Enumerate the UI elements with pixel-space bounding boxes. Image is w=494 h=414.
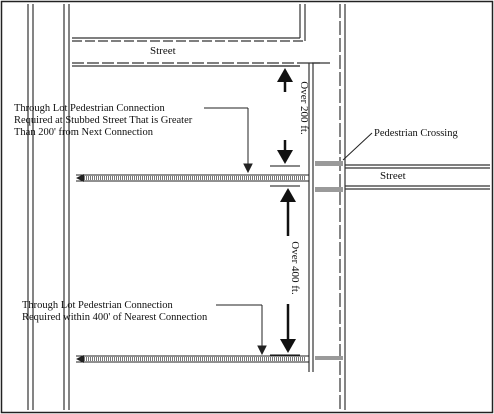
pedestrian-crossing-marks xyxy=(315,161,343,360)
pedestrian-crossing-leader xyxy=(342,132,373,161)
leader-line-1 xyxy=(204,107,253,174)
street-label-top: Street xyxy=(150,45,176,57)
through-lot-label-1: Through Lot Pedestrian Connection Requir… xyxy=(14,103,192,139)
leader-line-2 xyxy=(216,304,267,356)
through-lot-label-2-line: Required within 400' of Nearest Connecti… xyxy=(22,312,208,323)
through-lot-label-1-line: Through Lot Pedestrian Connection xyxy=(14,103,165,114)
through-lot-label-2-line: Through Lot Pedestrian Connection xyxy=(22,300,173,311)
dimension-label-bottom: Over 400 ft. xyxy=(289,241,301,295)
dimension-arrow-bottom xyxy=(270,185,300,356)
through-lot-label-1-line: Required at Stubbed Street That is Great… xyxy=(14,115,193,126)
dimension-arrow-top xyxy=(270,65,300,167)
street-label-right: Street xyxy=(380,170,406,182)
pedestrian-crossing-label: Pedestrian Crossing xyxy=(374,128,458,139)
through-lot-connection-1 xyxy=(76,174,309,182)
center-road xyxy=(308,4,346,410)
through-lot-label-2: Through Lot Pedestrian Connection Requir… xyxy=(22,300,207,324)
top-street xyxy=(72,4,320,67)
right-street xyxy=(345,164,490,190)
dimension-label-top: Over 200 ft. xyxy=(298,81,310,135)
through-lot-label-1-line: Than 200' from Next Connection xyxy=(14,127,153,138)
left-road xyxy=(27,4,70,410)
through-lot-connection-2 xyxy=(76,355,309,363)
